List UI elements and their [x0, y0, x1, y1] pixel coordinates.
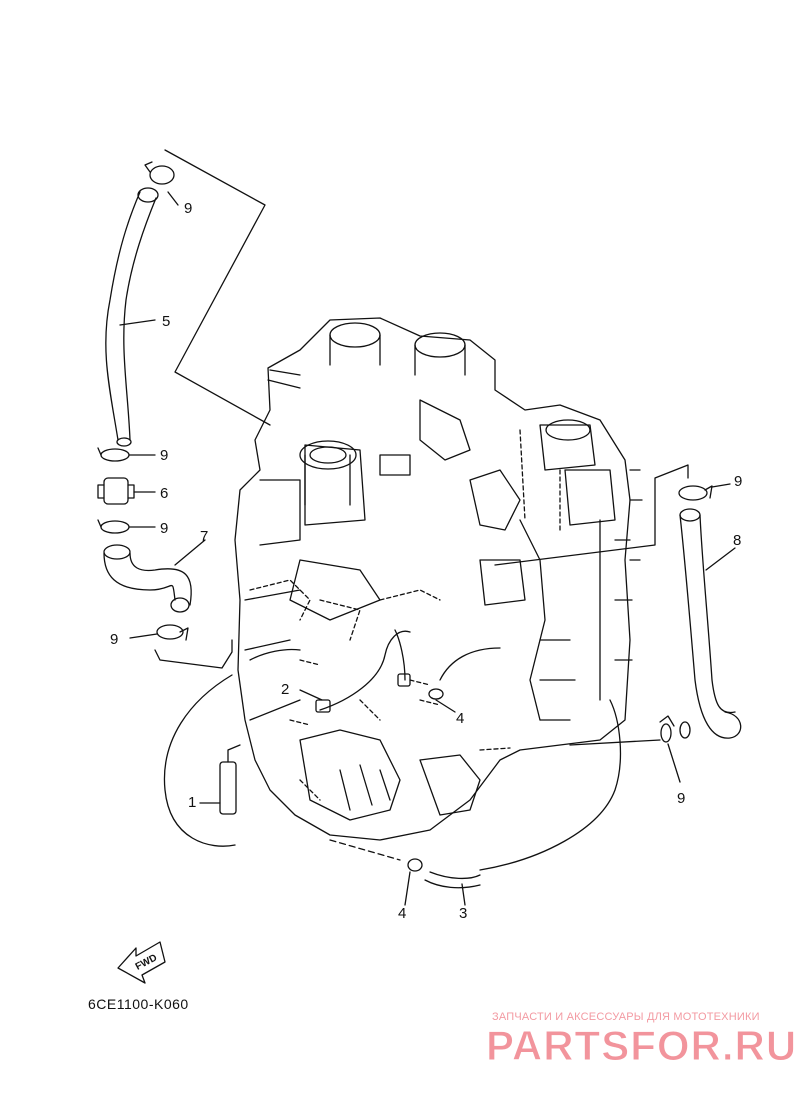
engine-block [234, 317, 643, 841]
callout-9-right-top: 9 [734, 473, 742, 490]
callout-9-lower: 9 [160, 520, 168, 537]
hose-8 [679, 508, 742, 739]
fitting-6 [97, 477, 156, 505]
clamp-4-mid [428, 647, 501, 713]
clamp-9-top [144, 161, 179, 206]
watermark-brand-logo: PARTSFOR.RU [485, 1022, 798, 1070]
leader-3 [329, 839, 401, 861]
hose-5 [105, 187, 159, 447]
hose-1 [163, 674, 241, 847]
clamp-9-left [129, 624, 233, 669]
clamp-9-right-bottom [659, 715, 681, 783]
fwd-arrow-icon [117, 941, 166, 984]
watermark-tagline: ЗАПЧАСТИ И АКСЕССУАРЫ ДЛЯ МОТОТЕХНИКИ [492, 1011, 760, 1023]
callout-9-top: 9 [184, 200, 192, 217]
leader-9-right [569, 739, 661, 746]
callout-8: 8 [733, 532, 741, 549]
clamp-4-bottom [404, 858, 423, 906]
hose-3 [424, 699, 622, 906]
clamp-9-right-top [678, 483, 731, 501]
callout-6: 6 [160, 485, 168, 502]
leader-8-engine [494, 464, 689, 566]
hidden-lines [249, 429, 561, 801]
callout-5: 5 [162, 313, 170, 330]
callout-4-bottom: 4 [398, 905, 406, 922]
callout-9-right-bottom: 9 [677, 790, 685, 807]
callout-4-mid: 4 [456, 710, 464, 727]
clamp-9-upper [97, 447, 156, 462]
hose-2 [249, 629, 411, 713]
callout-9-left: 9 [110, 631, 118, 648]
callout-9-upper: 9 [160, 447, 168, 464]
callout-7: 7 [200, 528, 208, 545]
callout-3: 3 [459, 905, 467, 922]
diagram-code: 6CE1100-K060 [88, 996, 189, 1012]
leader-5-engine [164, 149, 271, 426]
hose-7 [103, 539, 206, 613]
callout-1: 1 [188, 794, 196, 811]
callout-2: 2 [281, 681, 289, 698]
clamp-9-lower [97, 519, 156, 534]
